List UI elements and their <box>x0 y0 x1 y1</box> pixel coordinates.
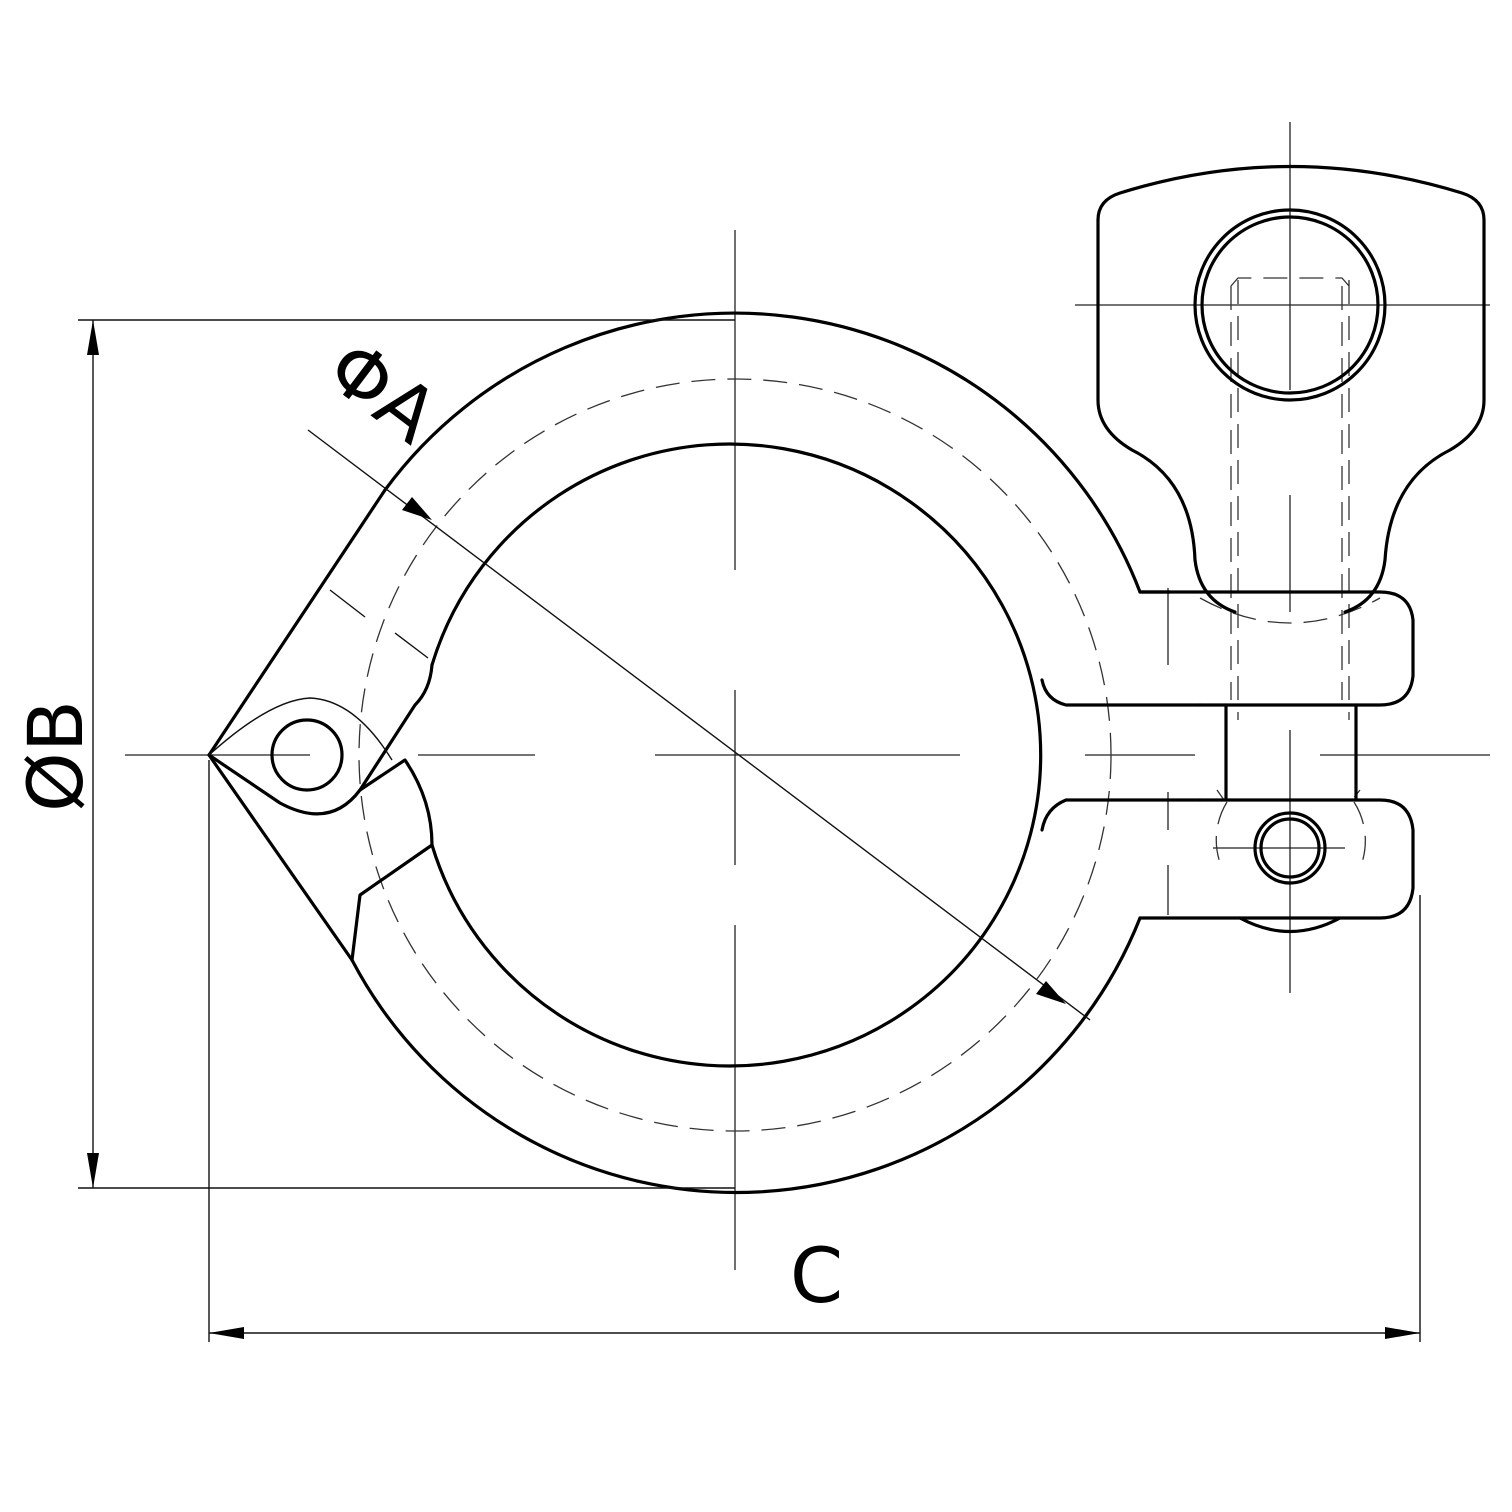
dimension-a: ΦA <box>307 322 1091 1021</box>
dimension-b: ØB <box>11 319 735 1189</box>
dimension-b-label: ØB <box>11 700 100 812</box>
dimension-c-label: C <box>790 1231 843 1320</box>
dimension-c: C <box>208 760 1421 1342</box>
center-lines <box>125 122 1490 1270</box>
clamp-body <box>207 311 1415 1195</box>
wing-nut <box>1096 164 1486 614</box>
bolt-eye <box>1238 811 1342 933</box>
dimension-a-label: ΦA <box>311 322 454 460</box>
